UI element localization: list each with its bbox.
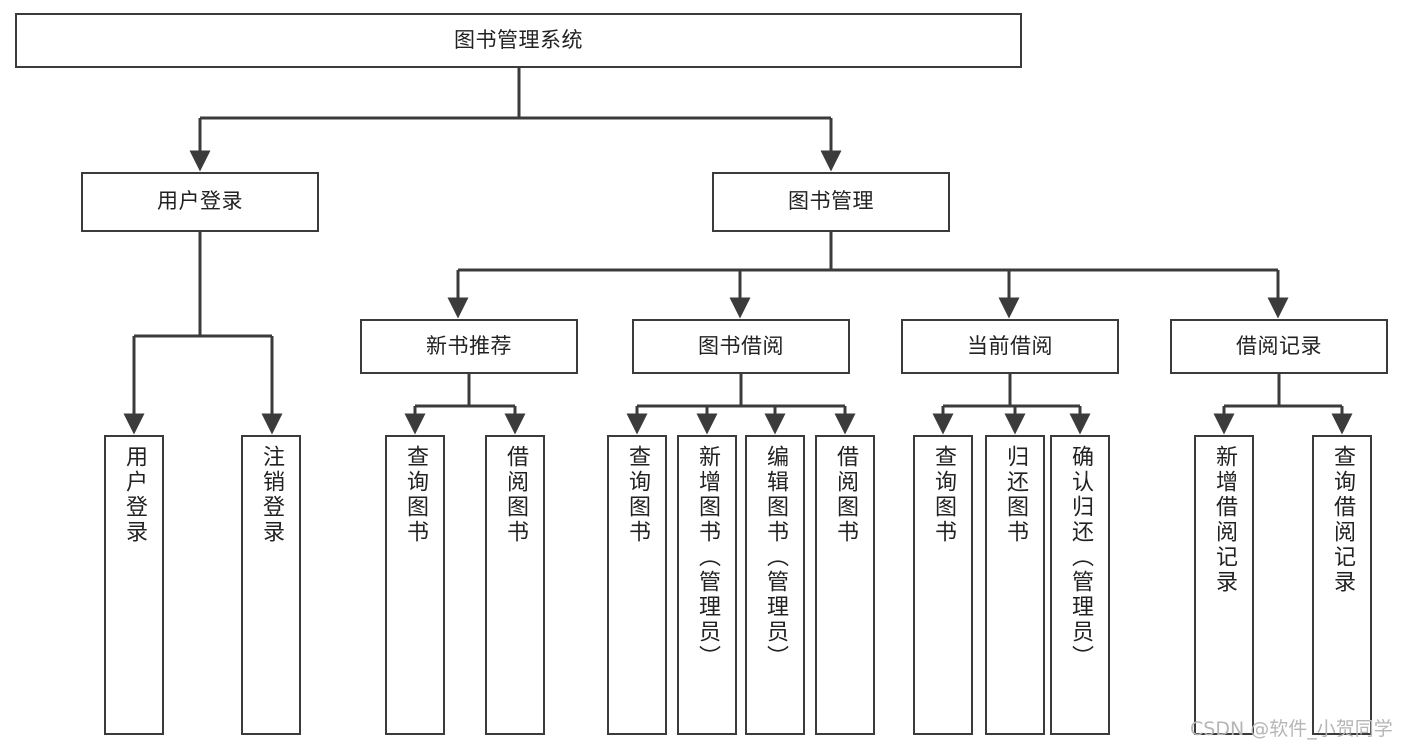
- node-label: 查询图书: [625, 445, 650, 545]
- node-label: 图书借阅: [698, 333, 784, 358]
- node-label: 用户登录: [157, 189, 243, 214]
- node-new-book-rec: 新书推荐: [360, 319, 578, 374]
- node-leaf-borrow-book-1: 借阅图书: [485, 435, 545, 735]
- csdn-watermark: CSDN @软件_小贺同学: [1190, 718, 1393, 740]
- node-borrow-record: 借阅记录: [1170, 319, 1388, 374]
- node-label: 图书管理: [788, 189, 874, 214]
- node-label: 新增图书（管理员）: [695, 445, 720, 670]
- node-label: 用户登录: [122, 445, 147, 545]
- node-leaf-confirm-return-admin: 确认归还（管理员）: [1050, 435, 1110, 735]
- node-label: 查询借阅记录: [1330, 445, 1355, 595]
- node-label: 借阅记录: [1236, 333, 1322, 358]
- node-leaf-query-book-2: 查询图书: [607, 435, 667, 735]
- node-label: 新增借阅记录: [1212, 445, 1237, 595]
- node-book-borrow: 图书借阅: [632, 319, 850, 374]
- node-label: 图书管理系统: [454, 27, 583, 52]
- node-leaf-add-book-admin: 新增图书（管理员）: [677, 435, 737, 735]
- node-leaf-query-book-3: 查询图书: [913, 435, 973, 735]
- node-book-manage: 图书管理: [712, 172, 950, 232]
- node-label: 新书推荐: [426, 333, 512, 358]
- node-leaf-return-book: 归还图书: [985, 435, 1045, 735]
- node-leaf-query-book-1: 查询图书: [385, 435, 445, 735]
- node-label: 查询图书: [403, 445, 428, 545]
- node-current-borrow: 当前借阅: [901, 319, 1119, 374]
- node-leaf-borrow-book-2: 借阅图书: [815, 435, 875, 735]
- node-label: 借阅图书: [833, 445, 858, 545]
- node-label: 注销登录: [259, 445, 284, 545]
- node-leaf-add-borrow-record: 新增借阅记录: [1194, 435, 1254, 735]
- node-label: 归还图书: [1003, 445, 1028, 545]
- node-leaf-query-borrow-record: 查询借阅记录: [1312, 435, 1372, 735]
- node-label: 借阅图书: [503, 445, 528, 545]
- node-leaf-logout: 注销登录: [241, 435, 301, 735]
- node-user-login: 用户登录: [81, 172, 319, 232]
- node-label: 确认归还（管理员）: [1068, 445, 1093, 670]
- node-root: 图书管理系统: [15, 13, 1022, 68]
- node-label: 当前借阅: [967, 333, 1053, 358]
- node-leaf-user-login: 用户登录: [104, 435, 164, 735]
- node-label: 编辑图书（管理员）: [763, 445, 788, 670]
- node-leaf-edit-book-admin: 编辑图书（管理员）: [745, 435, 805, 735]
- node-label: 查询图书: [931, 445, 956, 545]
